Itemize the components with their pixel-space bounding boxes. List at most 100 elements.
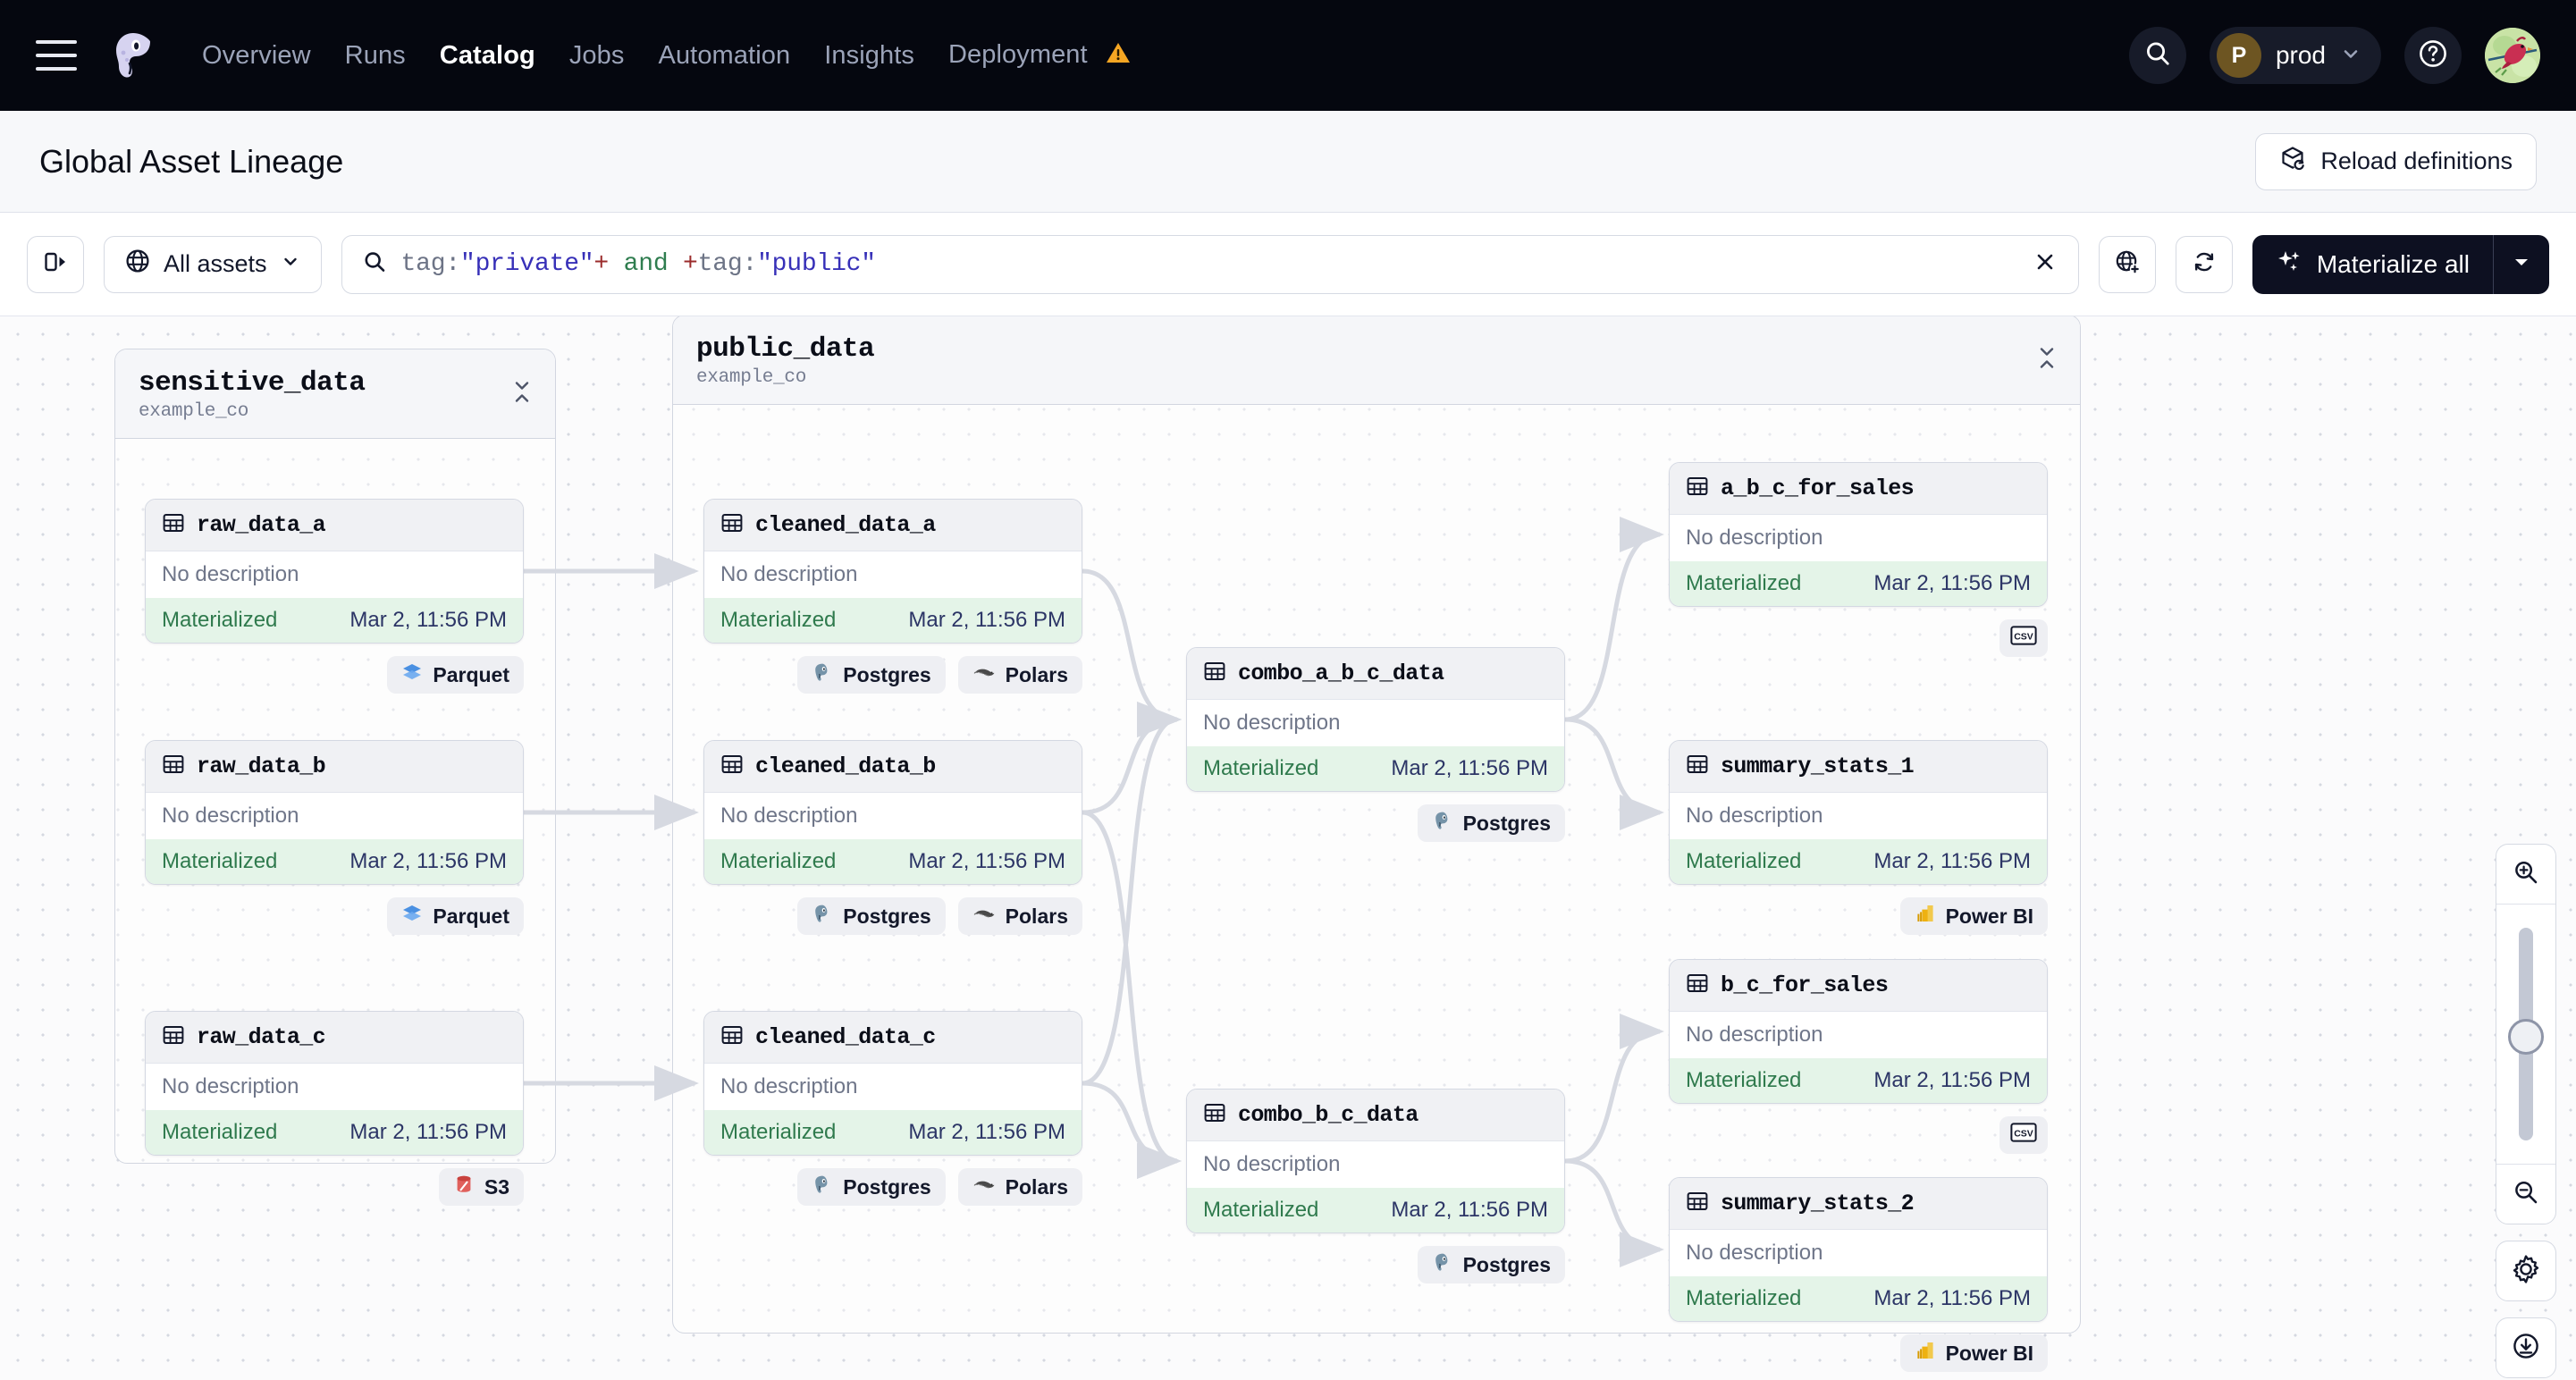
tag-chip-postgres[interactable]: Postgres [1417,804,1565,842]
zoom-in-button[interactable] [2496,845,2555,904]
lineage-graph-canvas[interactable]: sensitive_data example_co public_data ex… [0,316,2576,1380]
divider [2496,1164,2555,1165]
asset-node-tags: Power BI [1669,897,2048,935]
graph-settings-button[interactable] [2496,1241,2556,1301]
tag-chip-parquet[interactable]: Parquet [387,897,524,935]
asset-node-tags: Parquet [145,656,524,694]
asset-node-name: a_b_c_for_sales [1721,475,1915,501]
collapse-chevrons-icon[interactable] [512,376,532,411]
tag-chip-polars[interactable]: Polars [957,897,1082,935]
zoom-slider[interactable] [2496,905,2555,1164]
status-badge: Materialized [1686,571,1802,595]
svg-text:CSV: CSV [2014,631,2033,642]
materialize-dropdown-button[interactable] [2494,235,2549,294]
sidebar-toggle-button[interactable] [27,235,84,293]
status-timestamp: Mar 2, 11:56 PM [1873,1286,2031,1310]
tag-chip-s3[interactable]: S3 [438,1168,524,1206]
panel-expand-icon [42,248,69,280]
zoom-slider-handle[interactable] [2508,1018,2544,1055]
clear-search-button[interactable] [2017,248,2058,280]
tag-chip-label: S3 [484,1174,509,1199]
materialize-all-label: Materialize all [2316,249,2470,278]
status-timestamp: Mar 2, 11:56 PM [908,849,1065,873]
nav-link-runs[interactable]: Runs [344,40,406,70]
asset-node-header: summary_stats_2 [1670,1178,2047,1230]
hamburger-menu-icon[interactable] [36,40,77,71]
nav-link-overview[interactable]: Overview [202,40,311,70]
tag-chip-polars[interactable]: Polars [957,656,1082,694]
nav-link-insights[interactable]: Insights [824,40,914,70]
download-graph-button[interactable] [2496,1317,2556,1378]
group-subtitle: example_co [139,401,249,422]
lineage-search-input[interactable]: tag:"private"+ and +tag:"public" [341,234,2079,294]
asset-node-header: raw_data_b [146,741,523,793]
tag-chip-csv[interactable]: CSV [1999,1116,2048,1154]
nav-link-catalog[interactable]: Catalog [439,40,535,70]
zoom-controls [2496,844,2556,1378]
tag-chip-csv[interactable]: CSV [1999,619,2048,657]
asset-node-header: cleaned_data_c [704,1012,1082,1064]
reload-definitions-button[interactable]: Reload definitions [2255,132,2537,190]
tag-chip-parquet[interactable]: Parquet [387,656,524,694]
status-timestamp: Mar 2, 11:56 PM [349,608,507,632]
asset-node-tags: Postgres Polars [703,1168,1082,1206]
dagster-logo-icon[interactable] [105,28,161,83]
tag-chip-label: Power BI [1945,904,2033,928]
table-icon [1203,660,1226,687]
asset-node-description: No description [1187,1141,1564,1188]
top-navigation-bar: Overview Runs Catalog Jobs Automation In… [0,0,2576,111]
polars-icon [972,1174,996,1199]
refresh-graph-button[interactable] [2175,235,2233,293]
asset-node-tags: Postgres [1186,1246,1565,1283]
asset-node-description: No description [704,793,1082,839]
status-timestamp: Mar 2, 11:56 PM [349,1120,507,1144]
materialize-all-button[interactable]: Materialize all [2252,234,2549,294]
tag-chip-label: Polars [1005,1174,1068,1199]
asset-node-tags: Postgres Polars [703,656,1082,694]
tag-chip-power-bi[interactable]: Power BI [1899,897,2048,935]
status-badge: Materialized [1203,756,1319,780]
question-circle-icon [2417,38,2449,74]
asset-node-description: No description [146,1064,523,1110]
materialize-all-main[interactable]: Materialize all [2252,235,2493,294]
tag-chip-postgres[interactable]: Postgres [797,1168,946,1206]
nav-link-automation[interactable]: Automation [658,40,791,70]
nav-link-jobs[interactable]: Jobs [568,40,625,70]
add-global-filter-button[interactable] [2098,235,2156,293]
global-search-button[interactable] [2128,27,2186,84]
table-icon [720,753,744,780]
powerbi-icon [1915,1340,1936,1367]
refresh-icon [2191,248,2218,280]
nav-link-deployment[interactable]: Deployment [948,40,1131,72]
user-avatar[interactable] [2485,28,2540,83]
page-title: Global Asset Lineage [39,142,344,180]
deployment-switcher[interactable]: P prod [2209,27,2381,84]
tag-chip-postgres[interactable]: Postgres [797,897,946,935]
tag-chip-postgres[interactable]: Postgres [1417,1246,1565,1283]
asset-node-tags: Postgres [1186,804,1565,842]
tag-chip-polars[interactable]: Polars [957,1168,1082,1206]
collapse-chevrons-icon[interactable] [2037,342,2057,377]
zoom-out-button[interactable] [2496,1165,2555,1224]
caret-down-icon [2512,252,2531,276]
help-button[interactable] [2404,27,2462,84]
tag-chip-power-bi[interactable]: Power BI [1899,1334,2048,1372]
polars-icon [972,662,996,687]
tag-chip-postgres[interactable]: Postgres [797,656,946,694]
asset-scope-selector[interactable]: All assets [104,235,322,293]
